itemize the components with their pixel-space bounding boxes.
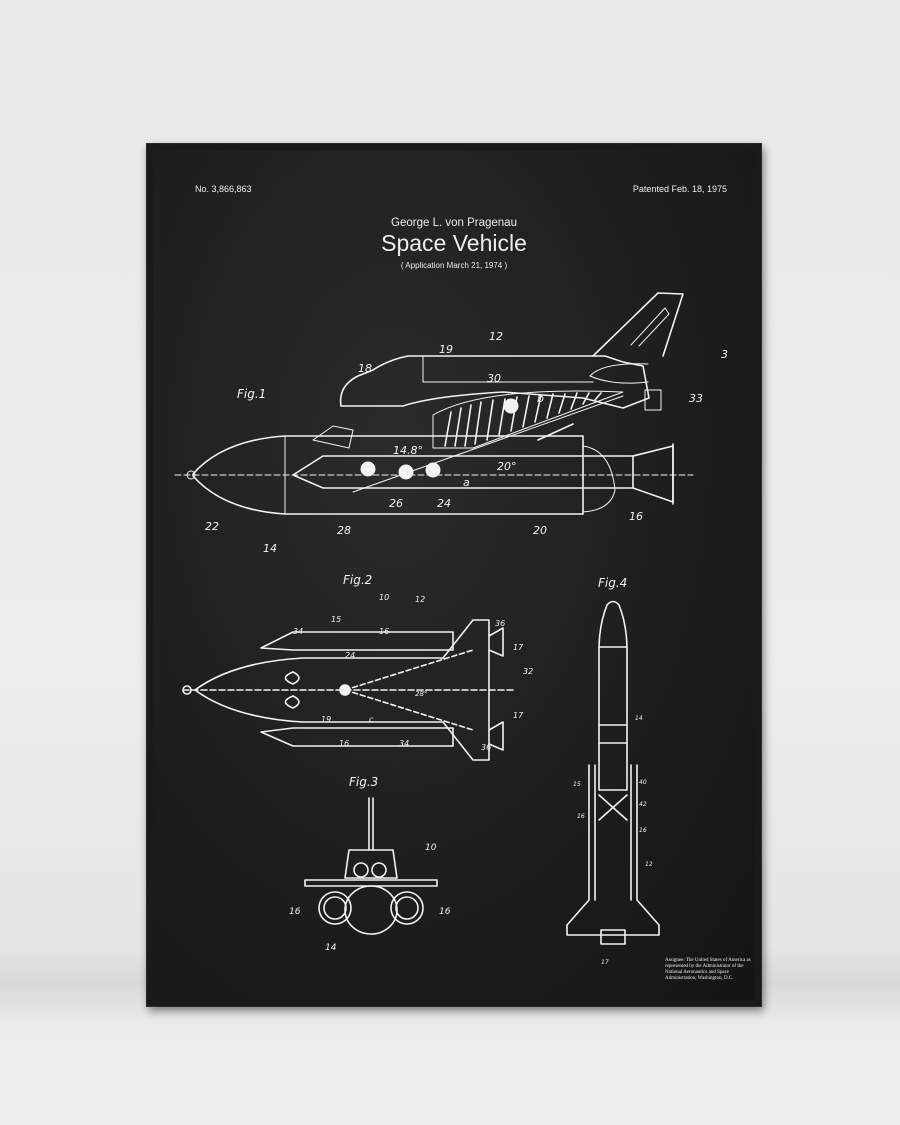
ref-fig4-42: 42	[639, 801, 647, 808]
orbiter-tail	[592, 292, 684, 357]
fig4-drawing	[566, 600, 660, 945]
ref-fig2-12: 12	[415, 595, 425, 604]
ref-22: 22	[205, 520, 219, 533]
ref-30: 30	[487, 372, 501, 385]
ref-14-8-deg: 14.8°	[393, 444, 423, 457]
patent-number: No. 3,866,863	[195, 184, 252, 194]
fig4-label: Fig.4	[598, 576, 627, 590]
ref-fig2-15: 15	[331, 615, 341, 624]
patent-drawings: Fig.1 Fig.2	[174, 292, 728, 966]
ref-fig2-16b: 16	[339, 739, 349, 748]
ref-14: 14	[263, 542, 277, 555]
ref-16: 16	[629, 510, 643, 523]
ref-33: 33	[689, 392, 703, 405]
ref-a: a	[463, 476, 470, 489]
ref-fig3-16b: 16	[439, 907, 451, 917]
ref-26: 26	[389, 497, 403, 510]
ref-12: 12	[489, 330, 503, 343]
ref-fig4-15: 15	[573, 781, 581, 788]
poster-title: Space Vehicle	[381, 230, 527, 256]
ref-fig4-40: 40	[639, 779, 647, 786]
ref-fig3-14: 14	[325, 943, 337, 953]
ref-fig2-34b: 34	[399, 739, 409, 748]
ref-fig2-34: 34	[293, 627, 303, 636]
patent-poster: No. 3,866,863 Patented Feb. 18, 1975 Geo…	[153, 150, 755, 1000]
fig3-label: Fig.3	[349, 775, 378, 789]
ref-fig3-10: 10	[425, 843, 437, 853]
ref-fig2-c: c	[369, 715, 374, 724]
ref-fig4-16a: 16	[577, 813, 585, 820]
ref-fig2-10: 10	[379, 593, 389, 602]
ref-20-deg: 20°	[497, 460, 517, 473]
patent-date: Patented Feb. 18, 1975	[632, 184, 727, 194]
ref-fig2-17b: 17	[513, 711, 524, 720]
ref-24: 24	[437, 497, 451, 510]
external-tank	[192, 435, 584, 515]
application-date: ( Application March 21, 1974 )	[400, 261, 508, 270]
ref-fig4-17: 17	[601, 959, 609, 966]
ref-28: 28	[337, 524, 351, 537]
ref-fig2-17: 17	[513, 643, 524, 652]
reference-numerals: 12 19 18 30 3 33 b 14.8° 20° a 26 24 28 …	[205, 330, 728, 966]
solid-rocket-booster	[292, 455, 634, 489]
fig2-drawing	[182, 619, 514, 761]
ref-fig2-28-deg: 28°	[415, 690, 427, 698]
ref-3: 3	[721, 348, 728, 361]
fig1-drawing	[174, 292, 694, 515]
ref-b: b	[537, 392, 544, 405]
ref-fig3-16a: 16	[289, 907, 301, 917]
poster-frame: No. 3,866,863 Patented Feb. 18, 1975 Geo…	[146, 143, 762, 1007]
ref-fig2-36: 36	[495, 619, 505, 628]
ref-fig4-16b: 16	[639, 827, 647, 834]
fig1-label: Fig.1	[237, 387, 266, 401]
ref-18: 18	[358, 362, 372, 375]
ref-fig2-32: 32	[523, 667, 533, 676]
ref-fig2-36b: 36	[481, 743, 491, 752]
ref-fig2-16: 16	[379, 627, 389, 636]
ref-20: 20	[533, 524, 547, 537]
assignee-text: Assignee: The United States of America a…	[665, 958, 751, 981]
floor	[0, 985, 900, 1125]
ref-fig4-14: 14	[635, 715, 643, 722]
ref-fig2-19: 19	[321, 715, 331, 724]
fig3-drawing	[304, 797, 438, 935]
inventor-name: George L. von Pragenau	[391, 217, 517, 229]
fig2-label: Fig.2	[343, 573, 372, 587]
ref-fig4-12: 12	[645, 861, 653, 868]
ref-19: 19	[439, 343, 453, 356]
orbiter	[339, 355, 650, 409]
ref-fig2-24: 24	[345, 651, 355, 660]
